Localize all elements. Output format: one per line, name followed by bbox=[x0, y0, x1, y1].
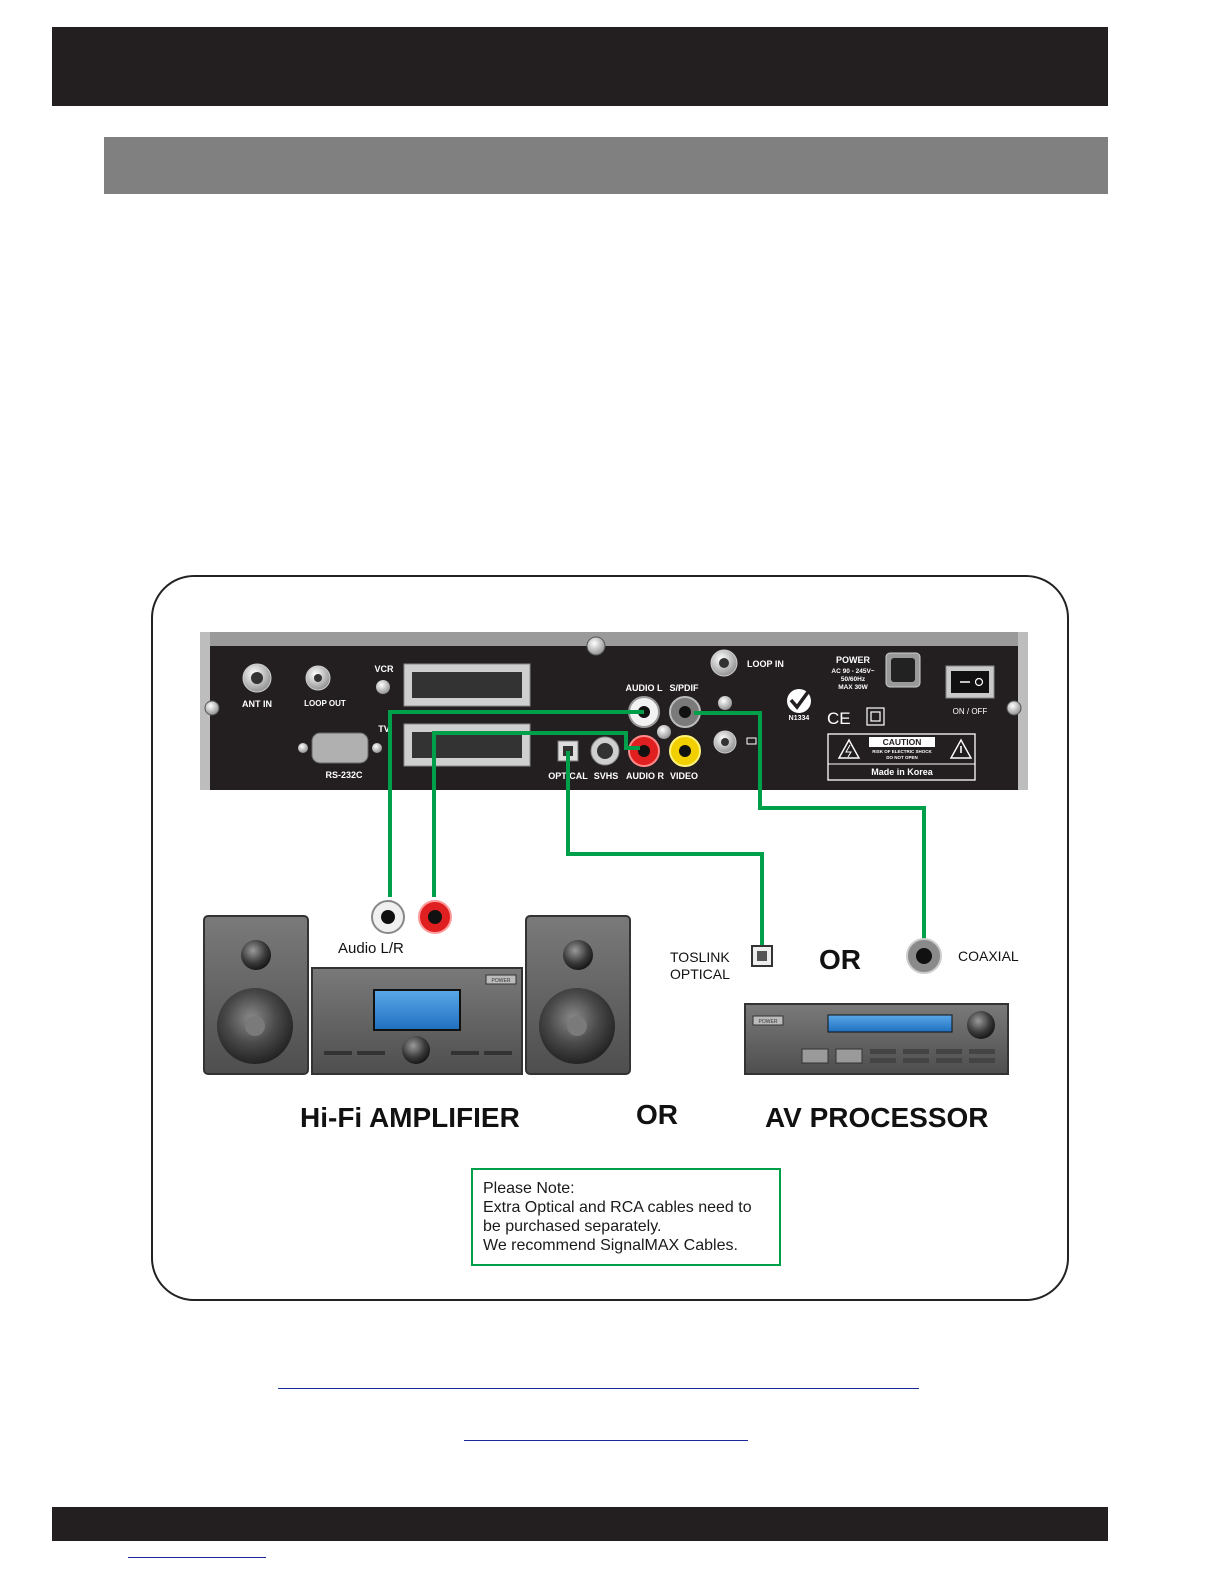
power-title: POWER bbox=[836, 655, 871, 665]
loop-in-label: LOOP IN bbox=[747, 659, 784, 669]
hifi-amplifier-title: Hi-Fi AMPLIFIER bbox=[300, 1102, 520, 1133]
cable-coaxial bbox=[694, 711, 926, 945]
ce-mark: CE bbox=[827, 709, 851, 728]
left-speaker bbox=[203, 915, 309, 1075]
tv-label: TV bbox=[378, 724, 390, 734]
toslink-label-line1: TOSLINK bbox=[670, 949, 730, 965]
shock-warning-icon bbox=[837, 738, 861, 759]
hyperlink-underline[interactable] bbox=[128, 1557, 266, 1558]
cable-audio-l bbox=[388, 710, 644, 897]
av-processor: POWER bbox=[744, 1003, 1009, 1075]
audio-r-label: AUDIO R bbox=[626, 771, 665, 781]
svg-text:CAUTION: CAUTION bbox=[883, 737, 922, 747]
spdif-label: S/PDIF bbox=[669, 683, 699, 693]
on-off-label: ON / OFF bbox=[953, 707, 988, 716]
loop-out-label: LOOP OUT bbox=[304, 699, 346, 708]
note-line: Extra Optical and RCA cables need to bbox=[483, 1199, 752, 1216]
receiver-rear-panel: ANT IN LOOP OUT RS-232C VCR TV AUDIO L S… bbox=[200, 632, 1028, 790]
note-line: be purchased separately. bbox=[483, 1218, 662, 1235]
av-processor-title: AV PROCESSOR bbox=[765, 1102, 989, 1133]
header-bar bbox=[52, 27, 1108, 106]
hyperlink-underline[interactable] bbox=[464, 1440, 748, 1441]
double-insulation-icon bbox=[866, 707, 885, 726]
rs232c-port-icon bbox=[311, 732, 369, 764]
note-line: We recommend SignalMAX Cables. bbox=[483, 1237, 738, 1254]
footer-bar bbox=[52, 1507, 1108, 1541]
screw-icon bbox=[204, 700, 220, 716]
note-box: Please Note: Extra Optical and RCA cable… bbox=[471, 1168, 781, 1266]
hifi-amplifier: POWER bbox=[311, 967, 523, 1075]
screw-icon bbox=[586, 636, 606, 656]
svg-text:DO NOT OPEN: DO NOT OPEN bbox=[886, 755, 918, 760]
hyperlink-underline[interactable] bbox=[278, 1388, 919, 1389]
svg-text:AC 90 - 245V~: AC 90 - 245V~ bbox=[831, 668, 874, 675]
cable-optical bbox=[566, 751, 764, 945]
cables bbox=[388, 710, 926, 945]
note-heading: Please Note: bbox=[483, 1180, 575, 1197]
screw-icon bbox=[1006, 700, 1022, 716]
audio-l-label: AUDIO L bbox=[626, 683, 664, 693]
cable-audio-r bbox=[432, 731, 640, 897]
svg-text:50/60Hz: 50/60Hz bbox=[841, 676, 866, 683]
section-title-bar bbox=[104, 137, 1108, 194]
right-speaker bbox=[525, 915, 631, 1075]
warning-icon bbox=[949, 738, 973, 759]
svhs-label: SVHS bbox=[594, 771, 619, 781]
caution-plate bbox=[827, 733, 976, 781]
video-label: VIDEO bbox=[670, 771, 698, 781]
vcr-label: VCR bbox=[374, 664, 394, 674]
svg-text:RISK OF ELECTRIC SHOCK: RISK OF ELECTRIC SHOCK bbox=[872, 749, 932, 754]
svg-text:POWER: POWER bbox=[759, 1019, 778, 1025]
coaxial-label: COAXIAL bbox=[958, 948, 1019, 964]
made-in-label: Made in Korea bbox=[871, 767, 934, 777]
rs232c-label: RS-232C bbox=[325, 770, 363, 780]
toslink-label-line2: OPTICAL bbox=[670, 966, 730, 982]
svg-text:N1334: N1334 bbox=[789, 715, 810, 722]
ant-in-label: ANT IN bbox=[242, 699, 272, 709]
or-connectors-label: OR bbox=[819, 944, 861, 975]
svg-text:POWER: POWER bbox=[492, 978, 511, 984]
audio-lr-label: Audio L/R bbox=[338, 940, 404, 957]
svg-text:MAX 30W: MAX 30W bbox=[838, 684, 868, 691]
or-devices-label: OR bbox=[636, 1099, 678, 1130]
